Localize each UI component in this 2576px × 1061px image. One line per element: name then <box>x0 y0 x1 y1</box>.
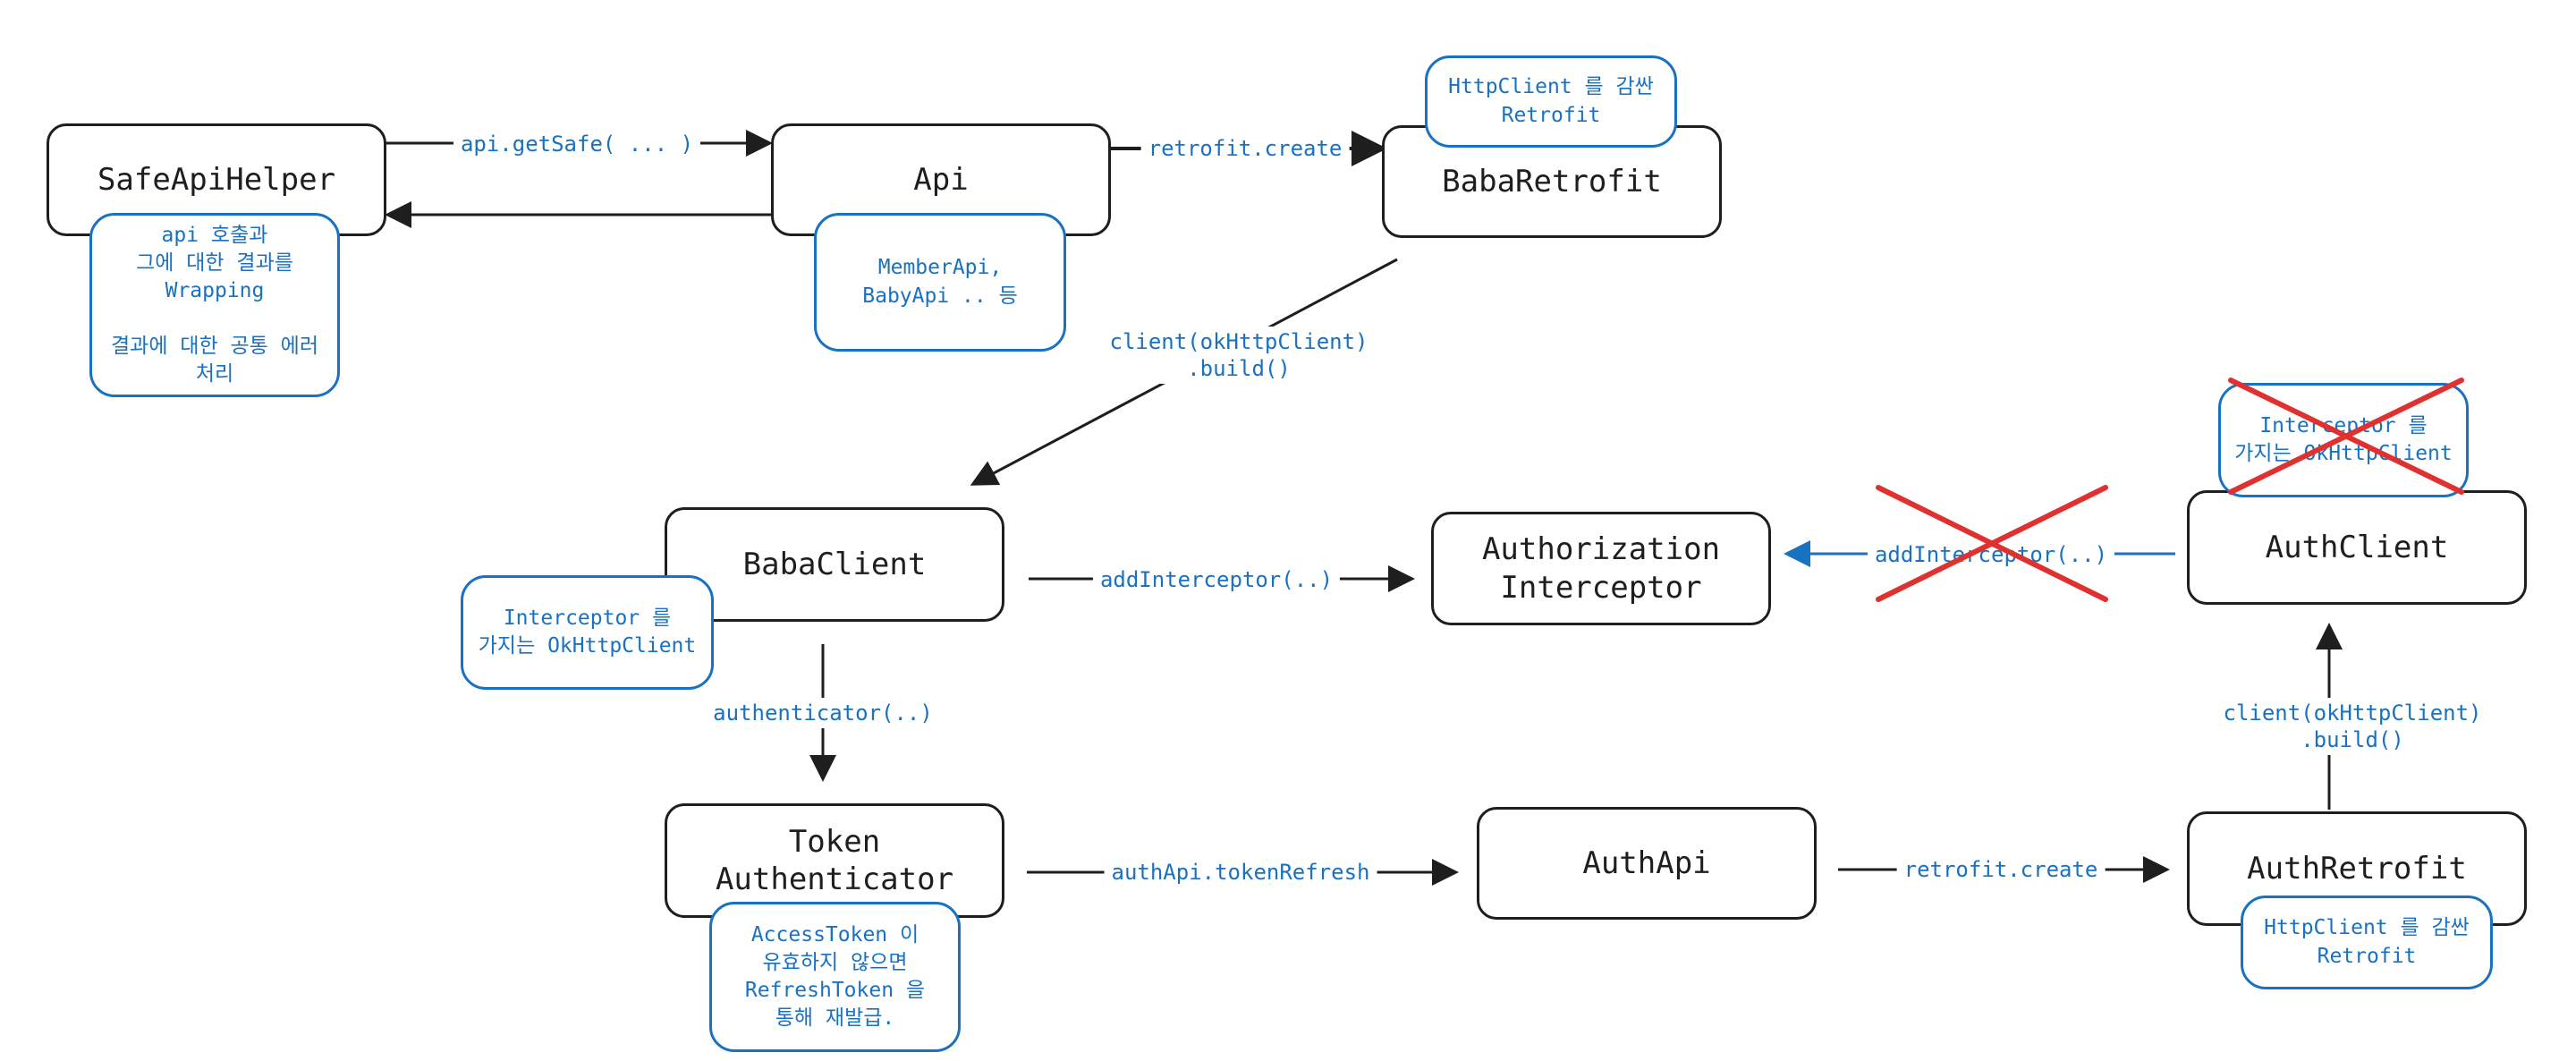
node-auth-client: AuthClient <box>2187 490 2527 605</box>
note-baba-retrofit: HttpClient 를 감싼 Retrofit <box>1425 55 1677 148</box>
node-baba-client: BabaClient <box>665 507 1004 622</box>
note-safe-api-helper: api 호출과 그에 대한 결과를 Wrapping 결과에 대한 공통 에러 … <box>89 213 340 397</box>
cross-mark-add-interceptor <box>1876 485 2108 602</box>
cross-mark-auth-client-note <box>2228 378 2464 495</box>
label-authenticator: authenticator(..) <box>706 698 940 728</box>
label-get-safe: api.getSafe( ... ) <box>453 129 701 159</box>
node-auth-api: AuthApi <box>1477 807 1817 920</box>
node-authorization-interceptor: Authorization Interceptor <box>1431 512 1771 625</box>
note-auth-retrofit: HttpClient 를 감싼 Retrofit <box>2241 895 2493 989</box>
label-retrofit-create-top: retrofit.create <box>1140 133 1350 164</box>
label-client-build-right: client(okHttpClient) .build() <box>2216 698 2489 755</box>
note-api: MemberApi, BabyApi .. 등 <box>814 213 1066 352</box>
label-token-refresh: authApi.tokenRefresh <box>1104 857 1377 887</box>
note-token-authenticator: AccessToken 이 유효하지 않으면 RefreshToken 을 통해… <box>709 902 961 1052</box>
node-token-authenticator: Token Authenticator <box>665 803 1004 918</box>
label-retrofit-create-bottom: retrofit.create <box>1896 854 2106 885</box>
note-baba-client: Interceptor 를 가지는 OkHttpClient <box>461 575 714 690</box>
label-client-build-left: client(okHttpClient) .build() <box>1102 327 1376 384</box>
label-add-interceptor-left: addInterceptor(..) <box>1092 564 1341 595</box>
